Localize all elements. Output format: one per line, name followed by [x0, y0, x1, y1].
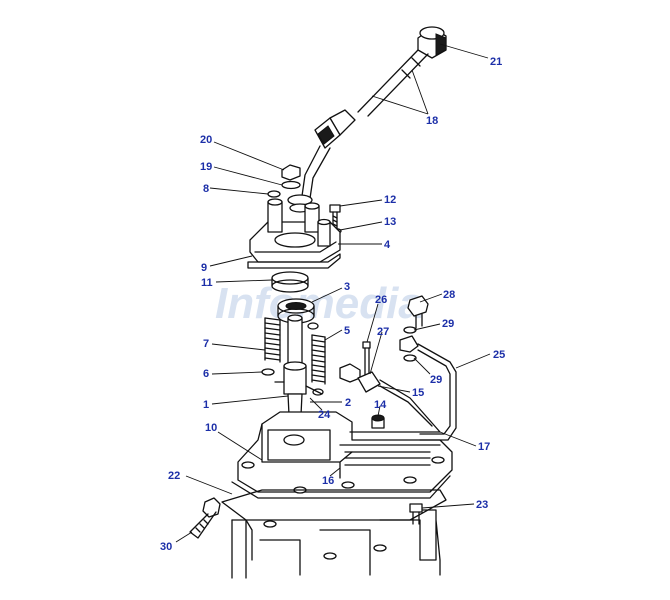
callout-4: 4: [384, 239, 391, 251]
callout-18: 18: [426, 115, 438, 127]
upper-shift-housing: [247, 198, 341, 269]
callout-3: 3: [344, 281, 350, 293]
watermark: Infomedia: [215, 279, 423, 328]
lower-shift-housing: [231, 411, 453, 499]
callout-10: 10: [205, 422, 217, 434]
callout-26: 26: [375, 294, 387, 306]
callout-11: 11: [201, 277, 213, 289]
callout-2: 2: [345, 397, 351, 409]
callout-1: 1: [203, 399, 209, 411]
callout-29-bottom: 29: [430, 374, 442, 386]
callout-19: 19: [200, 161, 212, 173]
callout-30: 30: [160, 541, 172, 553]
callout-23: 23: [476, 499, 488, 511]
callout-5: 5: [344, 325, 350, 337]
callout-6: 6: [203, 368, 209, 380]
callout-22: 22: [168, 470, 180, 482]
callout-28: 28: [443, 289, 455, 301]
bolt-23: [409, 503, 423, 525]
callout-29-top: 29: [442, 318, 454, 330]
callout-25: 25: [493, 349, 505, 361]
callout-20: 20: [200, 134, 212, 146]
callout-17: 17: [478, 441, 490, 453]
callout-16: 16: [322, 475, 334, 487]
callout-13: 13: [384, 216, 396, 228]
callout-labels: 21 18 20 19 8 12 13 4 9 11 3 28 26 29 5 …: [160, 56, 505, 553]
switch-and-pipes: [339, 295, 457, 441]
callout-9: 9: [201, 262, 207, 274]
callout-12: 12: [384, 194, 396, 206]
shift-knob: [417, 26, 447, 59]
callout-27: 27: [377, 326, 389, 338]
bushing-seal: [271, 271, 315, 324]
callout-24: 24: [318, 409, 331, 421]
callout-15: 15: [412, 387, 424, 399]
gasket-and-case: [221, 489, 447, 579]
callout-21: 21: [490, 56, 502, 68]
callout-8: 8: [203, 183, 209, 195]
callout-7: 7: [203, 338, 209, 350]
leader-lines: [175, 43, 491, 543]
callout-14: 14: [374, 399, 387, 411]
plug-14: [371, 414, 385, 429]
shift-lever-assembly: [287, 26, 447, 213]
detent-springs: [261, 317, 326, 396]
bolt-30: [189, 497, 221, 539]
